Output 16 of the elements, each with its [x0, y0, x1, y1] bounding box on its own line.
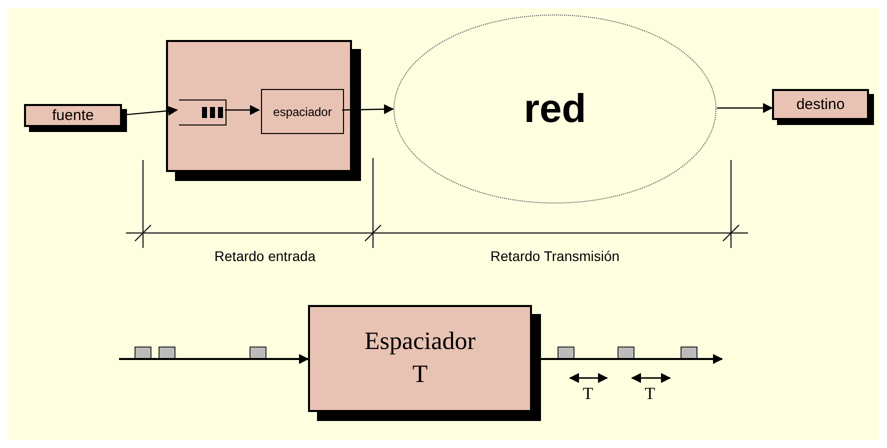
node-label: destino — [796, 96, 845, 113]
arrow — [119, 354, 309, 364]
arrow — [717, 103, 773, 113]
interval-label: T — [644, 384, 656, 404]
arrow — [225, 105, 260, 115]
node-label: Espaciador T — [363, 327, 477, 390]
node-label: espaciador — [273, 104, 332, 118]
arrow — [342, 104, 394, 114]
node-label: fuente — [52, 107, 94, 124]
dimension-label: Retardo entrada — [214, 248, 316, 264]
interval-label: T — [582, 384, 594, 404]
queue-icon — [179, 99, 227, 126]
node-label: red — [524, 86, 586, 132]
dimension-label: Retardo Transmisión — [490, 248, 620, 264]
process-box — [261, 89, 344, 134]
network-ellipse — [393, 14, 717, 204]
